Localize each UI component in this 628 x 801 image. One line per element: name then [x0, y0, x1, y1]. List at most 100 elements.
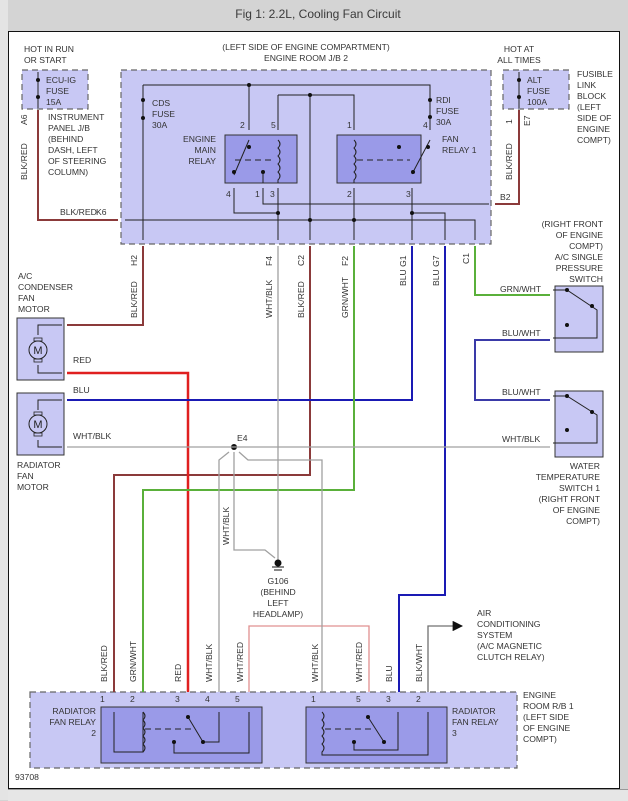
connector-k6: K6 [96, 207, 107, 217]
rdi-fuse-label: RDI [436, 95, 451, 105]
engine-room-rb1-label: COMPT) [523, 734, 557, 744]
water-temp-switch-label: (RIGHT FRONT [539, 494, 601, 504]
wire-label: GRN/WHT [340, 276, 350, 318]
radiator-fan-motor-label: MOTOR [17, 482, 49, 492]
wire-label: BLK/RED [129, 281, 139, 318]
pin-label: 1 [347, 120, 352, 130]
connector-one: 1 [504, 119, 514, 124]
radiator-fan-motor-label: FAN [17, 471, 34, 481]
internal-wiring [37, 72, 598, 756]
engine-room-rb1-label: OF ENGINE [523, 723, 571, 733]
instrument-jb-label: (BEHIND [48, 134, 83, 144]
rdi-fuse-label: 30A [436, 117, 452, 127]
bottom-bar [8, 789, 628, 801]
engine-main-relay [224, 134, 298, 184]
wire-label: GRN/WHT [128, 640, 138, 682]
motor-label: M [33, 419, 42, 431]
wire-label: BLU [384, 665, 394, 682]
connector-b2: B2 [500, 192, 511, 202]
cds-fuse-label: 30A [152, 120, 168, 130]
wire-label: WHT/BLK [73, 431, 111, 441]
hot-run-start-label: HOT IN RUN [24, 44, 74, 54]
alt-fuse-label: ALT [527, 75, 543, 85]
wire-blk-red-ecu [37, 110, 118, 221]
wire-label: WHT/RED [235, 642, 245, 682]
pin-label: 1 [255, 189, 260, 199]
pin-label: 3 [386, 694, 391, 704]
wire-label: WHT/BLK [204, 644, 214, 682]
radiator-fan-motor-label: RADIATOR [17, 460, 61, 470]
wire-label: BLU G1 [398, 255, 408, 286]
motor-icon: M [28, 337, 48, 363]
ac-condenser-motor-label: FAN [18, 293, 35, 303]
fusible-link-label: LINK [577, 80, 596, 90]
wire-blu-g1 [67, 246, 413, 401]
ac-system-label: CLUTCH RELAY) [477, 652, 545, 662]
hot-run-start-label: OR START [24, 55, 67, 65]
fusible-link-label: BLOCK [577, 91, 606, 101]
ac-pressure-switch [554, 285, 604, 353]
wire-label: GRN/WHT [500, 284, 542, 294]
wire-label: BLK/RED [504, 143, 514, 180]
water-temp-switch-label: TEMPERATURE [536, 472, 601, 482]
wire-blk-red-alt [495, 110, 520, 205]
rad-fan-relay-2-label: RADIATOR [52, 706, 96, 716]
wire-blk-red-c2 [113, 246, 311, 692]
ground-label: (BEHIND [260, 587, 295, 597]
window-left-edge [0, 0, 8, 800]
fan-relay-1 [336, 134, 422, 184]
connector-e7: E7 [522, 115, 532, 126]
ac-system-label: (A/C MAGNETIC [477, 641, 542, 651]
junction-dots [36, 78, 594, 744]
fan-relay-1-label: RELAY 1 [442, 145, 477, 155]
fusible-link-label: SIDE OF [577, 113, 611, 123]
fusible-link-label: FUSIBLE [577, 69, 613, 79]
wire-label: RED [173, 664, 183, 682]
ac-pressure-switch-label: SWITCH [569, 274, 603, 284]
ground-icon [272, 559, 284, 571]
wire-label: BLK/WHT [414, 643, 424, 682]
rad-fan-relay-2-label: 2 [91, 728, 96, 738]
radiator-fan-relay-3 [305, 706, 448, 764]
pin-label: 4 [423, 120, 428, 130]
ecu-fuse-label: ECU-IG [46, 75, 76, 85]
ground-label: G106 [267, 576, 288, 586]
water-temp-switch-label: OF ENGINE [553, 505, 601, 515]
engine-main-relay-label: ENGINE [183, 134, 216, 144]
wire-wht-blk-rfr3 [238, 451, 323, 692]
wire-label: RED [73, 355, 91, 365]
instrument-jb-label: DASH, LEFT [48, 145, 98, 155]
ground-label: HEADLAMP) [253, 609, 303, 619]
water-temp-switch [554, 390, 604, 458]
engine-room-jb2-label: (LEFT SIDE OF ENGINE COMPARTMENT) [222, 42, 390, 52]
fusible-link-label: ENGINE [577, 124, 610, 134]
title-bar: Fig 1: 2.2L, Cooling Fan Circuit [8, 0, 628, 31]
fan-relay-1-label: FAN [442, 134, 459, 144]
instrument-jb-label: COLUMN) [48, 167, 88, 177]
radiator-fan-motor [16, 392, 65, 456]
pin-label: 2 [416, 694, 421, 704]
ac-pressure-switch-label: A/C SINGLE [555, 252, 604, 262]
ecu-fuse-label: 15A [46, 97, 62, 107]
figure-id: 93708 [15, 772, 39, 782]
wire-red [67, 371, 190, 692]
engine-main-relay-label: RELAY [188, 156, 216, 166]
motor-icon: M [28, 411, 48, 437]
wire-label: BLK/RED [99, 645, 109, 682]
wire-blk-wht [427, 620, 464, 692]
ground-label: LEFT [267, 598, 289, 608]
engine-room-rb1-label: (LEFT SIDE [523, 712, 569, 722]
engine-room-jb2-label: ENGINE ROOM J/B 2 [264, 53, 348, 63]
wire-label: BLU/WHT [502, 387, 541, 397]
wire-label: WHT/BLK [264, 280, 274, 318]
ecu-fuse-box [21, 69, 89, 110]
water-temp-switch-label: SWITCH 1 [559, 483, 600, 493]
connector-f4: F4 [264, 256, 274, 266]
wire-label: WHT/RED [354, 642, 364, 682]
splice-e4: E4 [237, 433, 248, 443]
wire-label: BLK/RED [60, 207, 97, 217]
ac-condenser-motor-label: MOTOR [18, 304, 50, 314]
wire-label: WHT/BLK [221, 507, 231, 545]
pin-label: 2 [130, 694, 135, 704]
